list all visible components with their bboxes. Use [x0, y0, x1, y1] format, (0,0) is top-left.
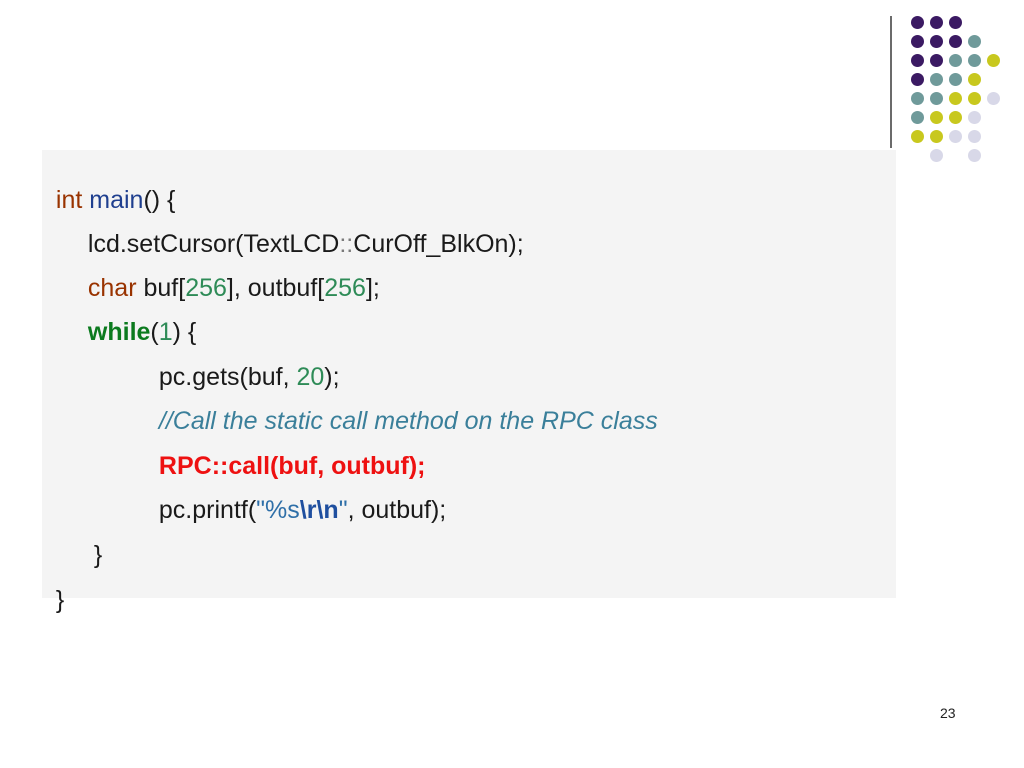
string-literal: "%s	[256, 496, 300, 524]
code-comment: //Call the static call method on the RPC…	[158, 407, 658, 435]
number-literal: 20	[296, 363, 325, 391]
code-line-2: lcd.setCursor(TextLCD::CurOff_BlkOn);	[74, 199, 524, 259]
dot	[930, 35, 943, 48]
code-text: , outbuf);	[347, 496, 447, 524]
dot	[968, 92, 981, 105]
dot	[911, 92, 924, 105]
dot	[968, 54, 981, 67]
dot	[949, 130, 962, 143]
dot	[930, 92, 943, 105]
dot	[949, 111, 962, 124]
number-literal: 256	[185, 274, 227, 302]
dot	[930, 73, 943, 86]
keyword-while: while	[87, 318, 151, 346]
dot	[987, 54, 1000, 67]
code-line-10: }	[42, 555, 64, 615]
code-line-1: int main() {	[42, 155, 176, 215]
dot	[911, 73, 924, 86]
dot	[968, 35, 981, 48]
dot	[930, 54, 943, 67]
keyword-int: int	[55, 186, 83, 214]
dot	[911, 130, 924, 143]
dot	[968, 73, 981, 86]
highlighted-rpc-call: RPC::call(buf, outbuf);	[158, 452, 426, 480]
dot	[930, 16, 943, 29]
dot	[911, 111, 924, 124]
dot	[911, 35, 924, 48]
vertical-divider	[890, 16, 892, 148]
keyword-char: char	[87, 274, 137, 302]
code-line-8: pc.printf("%s\r\n", outbuf);	[145, 465, 446, 525]
code-text: );	[324, 363, 340, 391]
dot	[930, 149, 943, 162]
decorative-dot-grid	[0, 0, 1024, 170]
dot	[968, 130, 981, 143]
code-line-7: RPC::call(buf, outbuf);	[145, 421, 426, 481]
code-text: pc.gets(buf,	[158, 363, 297, 391]
code-text: pc.printf(	[158, 496, 257, 524]
code-line-3: char buf[256], outbuf[256];	[74, 243, 380, 303]
code-text: buf[	[136, 274, 186, 302]
code-line-6: //Call the static call method on the RPC…	[145, 376, 658, 436]
closing-brace: }	[55, 586, 65, 614]
dot	[968, 149, 981, 162]
dot	[949, 54, 962, 67]
number-literal: 1	[158, 318, 173, 346]
code-block	[42, 150, 896, 598]
code-text: () {	[143, 186, 176, 214]
dot	[949, 73, 962, 86]
dot	[968, 111, 981, 124]
number-literal: 256	[324, 274, 366, 302]
code-text: (	[150, 318, 159, 346]
string-literal: "	[338, 496, 348, 524]
scope-operator: ::	[339, 230, 354, 258]
function-name-main: main	[89, 186, 144, 214]
code-text: lcd.setCursor(TextLCD	[87, 230, 340, 258]
dot	[911, 54, 924, 67]
code-text: CurOff_BlkOn);	[353, 230, 524, 258]
dot	[949, 35, 962, 48]
dot	[930, 130, 943, 143]
dot	[930, 111, 943, 124]
dot	[987, 92, 1000, 105]
code-line-5: pc.gets(buf, 20);	[145, 332, 340, 392]
closing-brace: }	[93, 541, 103, 569]
code-text: ) {	[172, 318, 197, 346]
code-text: ];	[365, 274, 380, 302]
code-text: ], outbuf[	[226, 274, 325, 302]
escape-sequence: \r\n	[299, 496, 339, 524]
code-line-4: while(1) {	[74, 287, 196, 347]
dot	[911, 16, 924, 29]
dot	[949, 92, 962, 105]
page-number: 23	[940, 705, 956, 721]
code-line-9: }	[80, 510, 102, 570]
dot	[949, 16, 962, 29]
